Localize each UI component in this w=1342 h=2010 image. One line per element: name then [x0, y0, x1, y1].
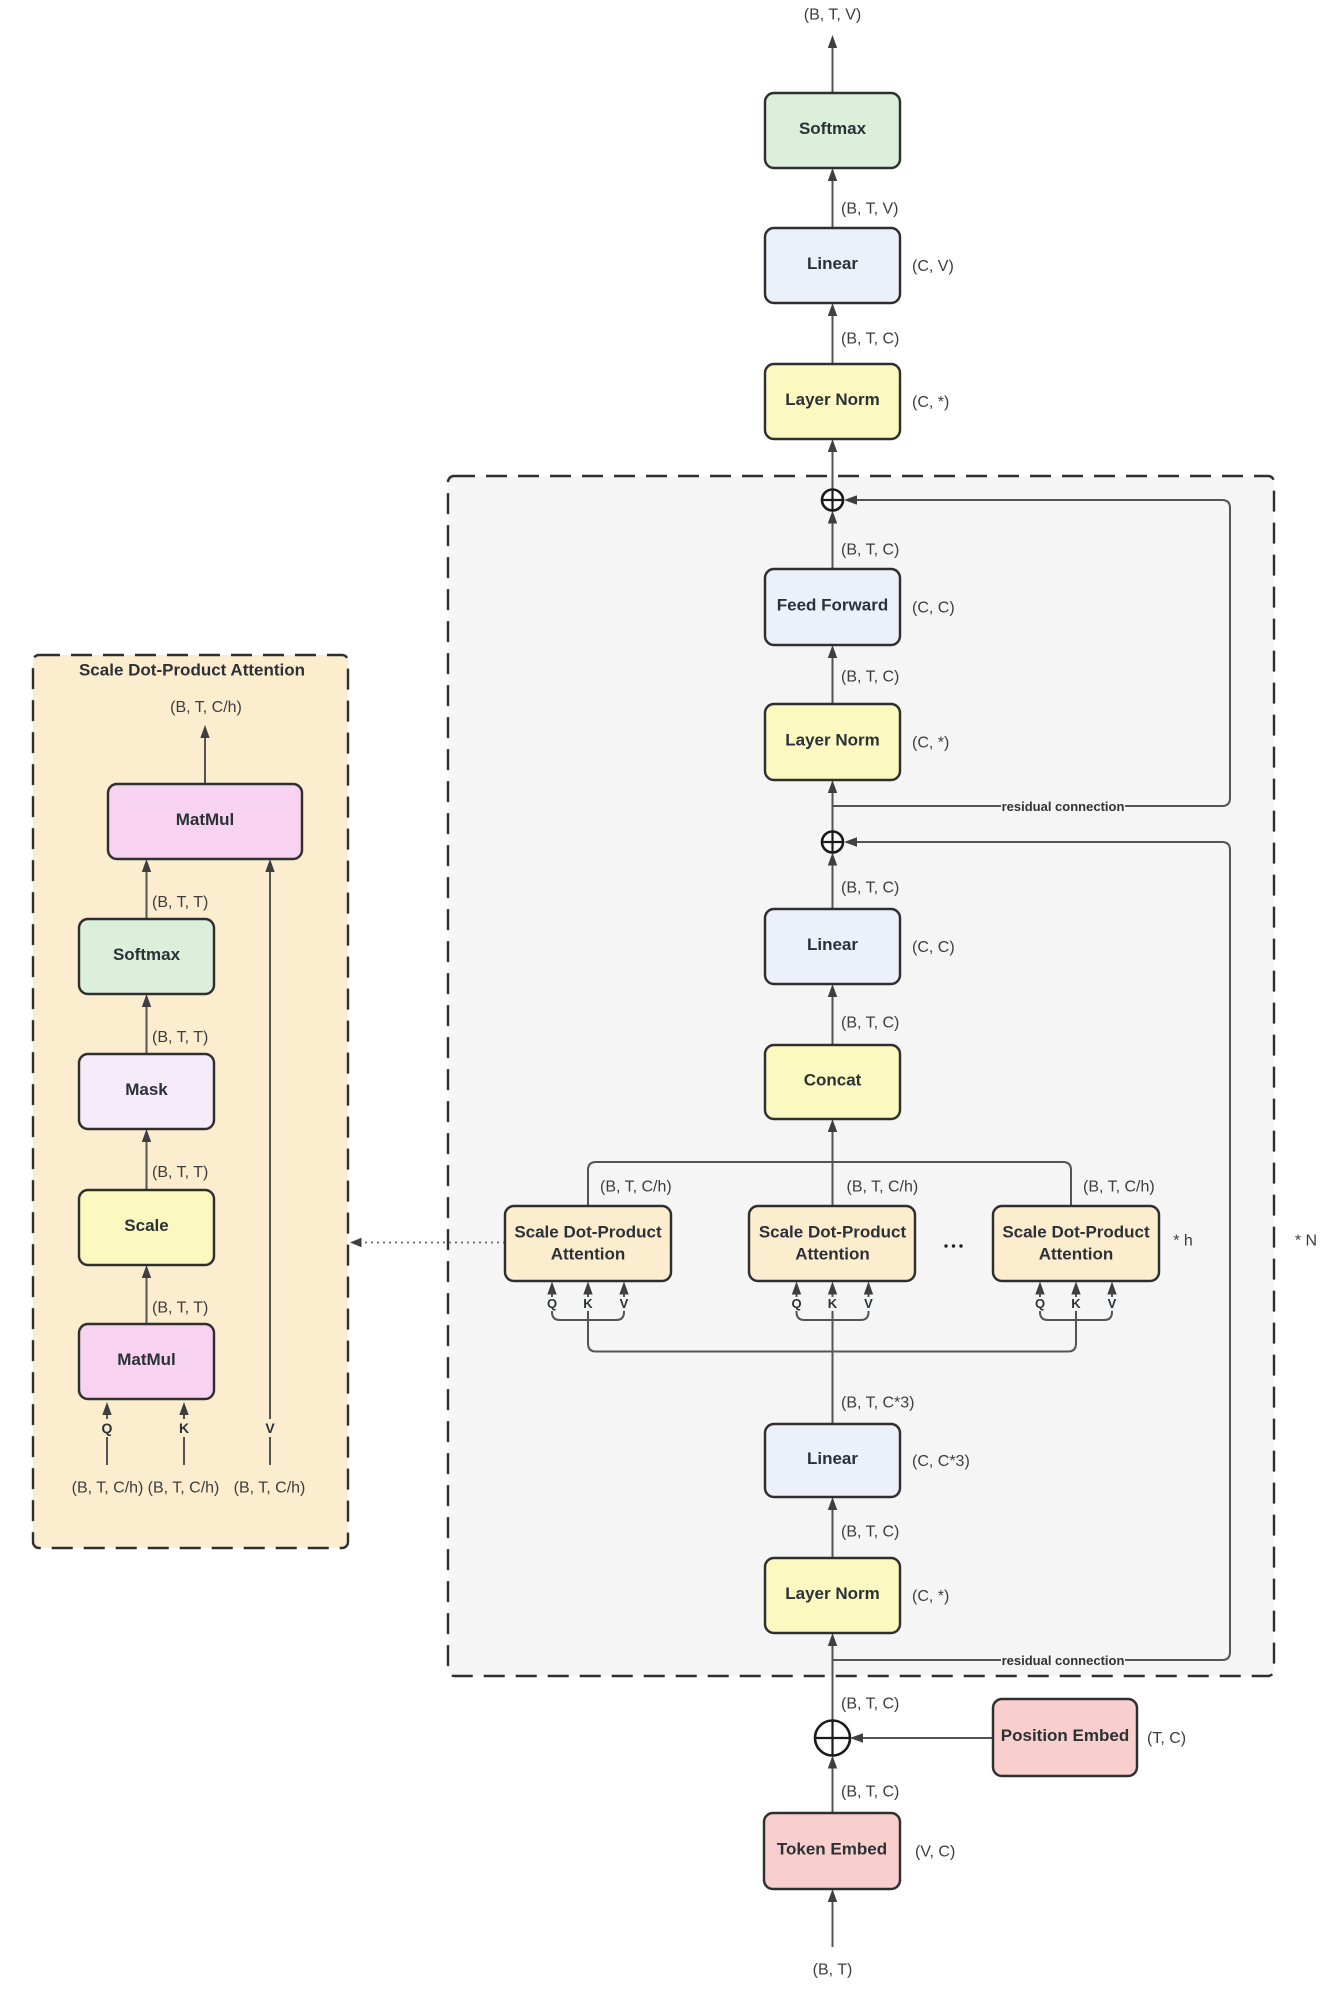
svg-text:Layer Norm: Layer Norm — [785, 731, 879, 750]
svg-text:(C, V): (C, V) — [912, 258, 954, 275]
svg-text:(B, T, C*3): (B, T, C*3) — [841, 1395, 915, 1412]
svg-text:(B, T, C): (B, T, C) — [841, 1524, 899, 1541]
svg-text:* N: * N — [1295, 1233, 1317, 1250]
svg-text:V: V — [864, 1296, 873, 1311]
svg-text:(B, T, C): (B, T, C) — [841, 880, 899, 897]
svg-text:V: V — [265, 1420, 275, 1436]
svg-text:Attention: Attention — [795, 1245, 870, 1264]
svg-text:Softmax: Softmax — [799, 119, 867, 138]
svg-text:Q: Q — [1035, 1296, 1045, 1311]
svg-text:K: K — [179, 1420, 189, 1436]
svg-text:(B, T, C/h): (B, T, C/h) — [600, 1179, 672, 1196]
svg-text:Softmax: Softmax — [113, 945, 181, 964]
svg-text:Linear: Linear — [807, 935, 858, 954]
svg-text:Q: Q — [791, 1296, 801, 1311]
svg-text:Q: Q — [547, 1296, 557, 1311]
svg-text:(B, T, C): (B, T, C) — [841, 1696, 899, 1713]
svg-text:(B, T, V): (B, T, V) — [804, 7, 862, 24]
svg-text:(B, T, C): (B, T, C) — [841, 1015, 899, 1032]
svg-text:Token Embed: Token Embed — [777, 1840, 887, 1859]
svg-text:(B, T, T): (B, T, T) — [152, 1029, 208, 1046]
svg-text:Mask: Mask — [125, 1080, 168, 1099]
svg-text:(B, T): (B, T) — [813, 1962, 853, 1979]
svg-text:Scale Dot-Product: Scale Dot-Product — [1002, 1223, 1150, 1242]
svg-text:(B, T, C): (B, T, C) — [841, 1784, 899, 1801]
svg-text:(C, C): (C, C) — [912, 600, 955, 617]
svg-text:V: V — [620, 1296, 629, 1311]
svg-text:(C, C*3): (C, C*3) — [912, 1453, 970, 1470]
svg-text:(B, T, C/h): (B, T, C/h) — [1083, 1179, 1155, 1196]
svg-text:(B, T, C/h): (B, T, C/h) — [170, 699, 242, 716]
svg-text:K: K — [828, 1296, 838, 1311]
svg-text:Layer Norm: Layer Norm — [785, 390, 879, 409]
svg-text:(B, T, T): (B, T, T) — [152, 1164, 208, 1181]
svg-text:Scale Dot-Product Attention: Scale Dot-Product Attention — [79, 661, 305, 680]
svg-text:Feed Forward: Feed Forward — [777, 596, 888, 615]
svg-text:(C, *): (C, *) — [912, 1588, 949, 1605]
svg-text:(T, C): (T, C) — [1147, 1730, 1186, 1747]
svg-text:residual connection: residual connection — [1002, 1653, 1125, 1668]
svg-text:Position Embed: Position Embed — [1001, 1726, 1129, 1745]
svg-text:MatMul: MatMul — [117, 1350, 176, 1369]
svg-text:Scale: Scale — [124, 1216, 168, 1235]
svg-text:Linear: Linear — [807, 1449, 858, 1468]
svg-text:Layer Norm: Layer Norm — [785, 1584, 879, 1603]
svg-text:(B, T, C/h): (B, T, C/h) — [148, 1480, 220, 1497]
svg-text:Q: Q — [102, 1420, 113, 1436]
svg-text:(C, *): (C, *) — [912, 735, 949, 752]
svg-text:(B, T, C): (B, T, C) — [841, 542, 899, 559]
svg-text:Scale Dot-Product: Scale Dot-Product — [514, 1223, 662, 1242]
svg-text:Attention: Attention — [551, 1245, 626, 1264]
svg-text:(V, C): (V, C) — [915, 1844, 955, 1861]
svg-text:(B, T, C/h): (B, T, C/h) — [72, 1480, 144, 1497]
svg-text:Concat: Concat — [804, 1071, 862, 1090]
svg-text:Attention: Attention — [1039, 1245, 1114, 1264]
svg-text:(B, T, C/h): (B, T, C/h) — [847, 1179, 919, 1196]
svg-text:(B, T, T): (B, T, T) — [152, 1300, 208, 1317]
svg-text:K: K — [1071, 1296, 1081, 1311]
svg-text:(B, T, C): (B, T, C) — [841, 331, 899, 348]
svg-text:K: K — [583, 1296, 593, 1311]
svg-text:(B, T, C): (B, T, C) — [841, 669, 899, 686]
svg-text:* h: * h — [1173, 1233, 1193, 1250]
svg-text:(B, T, V): (B, T, V) — [841, 201, 899, 218]
svg-text:Scale Dot-Product: Scale Dot-Product — [759, 1223, 907, 1242]
svg-text:(B, T, C/h): (B, T, C/h) — [234, 1480, 306, 1497]
svg-text:(B, T, T): (B, T, T) — [152, 894, 208, 911]
svg-text:residual connection: residual connection — [1002, 799, 1125, 814]
svg-text:(C, *): (C, *) — [912, 394, 949, 411]
svg-text:V: V — [1108, 1296, 1117, 1311]
svg-text:MatMul: MatMul — [176, 810, 235, 829]
svg-text:(C, C): (C, C) — [912, 939, 955, 956]
svg-text:Linear: Linear — [807, 254, 858, 273]
